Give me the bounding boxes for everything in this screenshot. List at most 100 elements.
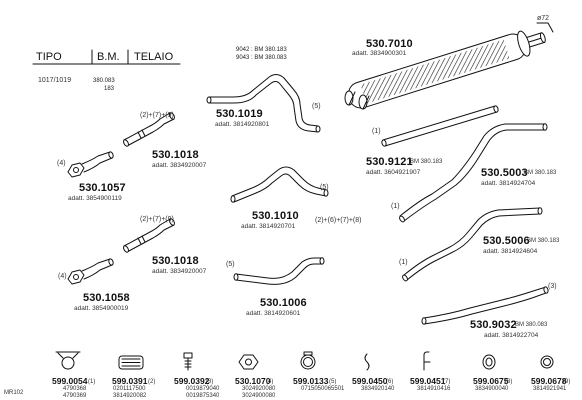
part-ref-530-9121: adatt. 3604921907 [366,169,421,176]
fitting-idx-4: (4) [266,379,274,385]
header-tipo: TIPO [36,51,62,63]
fitting-idx-3: (3) [206,379,214,385]
part-number-530-1018-b: 530.1018 [152,255,199,267]
muffler-drawing [344,22,554,110]
fitting-ref1-2: 0201117500 [113,386,146,392]
fitting-number-3: 599.0392 [174,376,210,386]
callout-530-1010: (5) [320,184,329,191]
part-number-530-9121: 530.9121 [366,156,413,168]
part-ref-530-1010: adatt. 3814920701 [241,223,296,230]
pipe-530-5003-drawing [399,123,548,223]
fitting-ref1-7: 3814910416 [417,386,451,392]
clamp-icon [55,351,81,370]
engine-code-2: 9043 : BM 380.083 [236,55,287,61]
fitting-idx-7: (7) [443,379,451,385]
diameter-label: ø72 [537,15,550,22]
part-ref-530-1006: adatt. 3814920601 [246,310,301,317]
part-number-530-1019: 530.1019 [216,108,263,120]
callout-530-5006: (1) [399,259,408,266]
part-ref-530-1057: adatt. 3854900119 [68,195,122,202]
part-number-530-1010: 530.1010 [252,210,299,222]
fitting-number-6: 599.0450 [352,376,388,386]
fitting-ref1-6: 3834920140 [361,386,395,392]
fitting-number-4: 530.1070 [235,376,271,386]
bm-530-5003: BM 380.183 [524,170,557,176]
flange-icon [238,354,259,370]
fitting-ref1-1: 4790368 [63,386,87,392]
bolt-icon [183,352,193,371]
header-telaio: TELAIO [134,51,174,63]
callout-530-5003: (1) [391,203,400,210]
callout-530-1018-b: (2)+(7)+(9) [140,216,174,223]
bm-530-5006: BM 380.183 [527,238,560,244]
pipe-530-1018-b-drawing [123,218,175,253]
model-bm: 380.083 [93,78,115,84]
header-table-lines [32,49,181,65]
fitting-ref1-3: 0019879040 [186,386,220,392]
fitting-idx-9: (9) [563,379,571,385]
pipe-530-1058-drawing [67,258,114,285]
pipe-530-5006-drawing [402,207,543,282]
fitting-number-9: 599.0678 [531,376,567,386]
ring-clamp-icon [300,351,316,370]
part-number-530-1018-a: 530.1018 [152,149,199,161]
fitting-idx-5: (5) [329,379,337,385]
callout-530-1006: (5) [226,261,235,268]
bm-530-9032: BM 380.083 [515,322,548,328]
fitting-ref2-2: 3814920082 [113,393,147,399]
bm-530-9121: BM 380.183 [410,159,443,165]
model-tipo: 1017/1019 [38,77,72,84]
callout-530-1057: (4) [57,160,66,167]
fitting-ref1-8: 3834900040 [475,386,509,392]
callout-530-9032: (3) [548,283,557,290]
part-number-530-1006: 530.1006 [260,297,307,309]
part-ref-530-1058: adatt. 3854900019 [74,305,129,312]
part-number-530-1058: 530.1058 [83,292,130,304]
callout-530-9121: (1) [372,128,381,135]
part-ref-530-9032: adatt. 3814922704 [484,332,539,339]
part-number-530-5006: 530.5006 [483,235,530,247]
engine-code-1: 9042 : BM 380.183 [236,47,287,53]
fitting-number-1: 599.0054 [52,376,88,386]
pipe-530-1019-drawing [206,74,321,133]
callout-extra-530-1010: (2)+(6)+(7)+(8) [315,217,362,224]
fitting-idx-8: (8) [505,379,513,385]
fitting-idx-6: (6) [386,379,394,385]
gasket-icon [482,354,496,370]
fitting-number-2: 599.0391 [112,376,148,386]
pipe-530-9032-drawing [421,286,549,325]
fitting-idx-1: (1) [88,379,96,385]
pipe-530-1010-drawing [230,166,329,203]
header-bm: B.M. [97,51,120,63]
clamp-band-icon [118,355,144,370]
hook-icon [364,353,370,371]
part-number-530-7010: 530.7010 [366,38,413,50]
part-number-530-1057: 530.1057 [79,182,126,194]
part-ref-530-1018-a: adatt. 3834920007 [152,162,207,169]
callout-530-1018-a: (2)+(7)+(9) [140,112,174,119]
fitting-ref1-4: 3024920080 [242,386,276,392]
fitting-ref1-9: 3814921941 [533,386,567,392]
part-ref-530-1019: adatt. 3814920801 [215,121,270,128]
model-bm-2: 183 [104,86,115,92]
fitting-number-7: 599.0451 [410,376,446,386]
part-ref-530-7010: adatt. 3834900301 [352,50,407,57]
ring-icon [540,355,554,369]
pipe-530-1018-a-drawing [123,112,175,147]
fitting-idx-2: (2) [148,379,156,385]
fitting-ref2-3: 0019875340 [186,393,220,399]
fitting-number-5: 599.0133 [293,376,329,386]
pipe-530-1006-drawing [233,257,325,285]
part-number-530-5003: 530.5003 [481,167,528,179]
part-ref-530-5003: adatt. 3814924704 [481,180,536,187]
callout-530-1019: (5) [312,103,321,110]
fitting-ref2-1: 4790369 [63,393,87,399]
part-ref-530-1018-b: adatt. 3834920007 [152,268,207,275]
fitting-ref1-5: 0715050065501 [301,386,345,392]
fitting-number-8: 599.0675 [473,376,509,386]
pipe-530-9121-drawing [381,105,499,147]
bracket-icon [423,351,431,371]
fitting-ref2-4: 3024900080 [242,393,276,399]
pipe-530-1057-drawing [67,151,114,178]
